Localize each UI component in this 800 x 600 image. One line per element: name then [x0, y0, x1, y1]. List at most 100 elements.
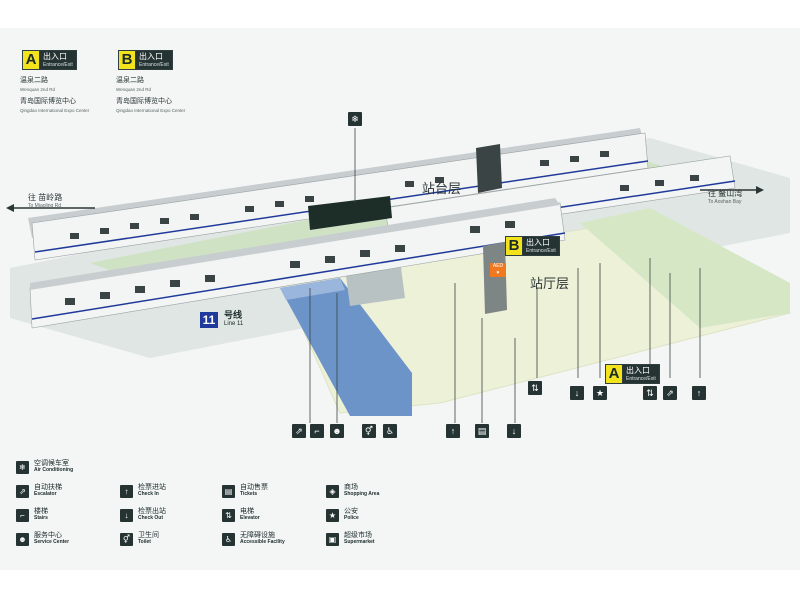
line-number-badge: 11 [200, 312, 218, 328]
check-in-icon-a: ↑ [692, 386, 706, 400]
legend-7-zh: 自动售票 [240, 484, 268, 491]
exit-a-dest2-zh: 青岛国际博览中心 [20, 98, 76, 105]
front-train-roof [30, 198, 560, 290]
exit-b-map-en: Entrance/Exit [526, 248, 556, 254]
concourse-green-area [580, 208, 790, 328]
east-direction-zh: 往 鳌山湾 [708, 189, 743, 198]
legend-air-conditioning-icon: ❄ [16, 460, 29, 474]
legend-11-en: Police [344, 515, 359, 521]
exit-a-map-badge: A 出入口 Entrance/Exit [605, 364, 660, 384]
check-in-icon: ↑ [446, 424, 460, 438]
legend-4-en: Check In [138, 491, 159, 497]
concourse-layer-label: 站厅层 [530, 276, 570, 291]
exit-a-map-en: Entrance/Exit [626, 376, 656, 382]
exit-a-zh: 出入口 [43, 52, 67, 61]
exit-a-header: A 出入口 Entrance/Exit [22, 50, 77, 70]
legend-supermarket-icon: ▣ [326, 532, 339, 546]
east-arrowhead [756, 186, 764, 194]
legend-7-en: Tickets [240, 491, 258, 497]
station-map: A 出入口 Entrance/Exit 温泉二路 Wenquan 2nd Rd … [0, 28, 800, 570]
legend-5-en: Check Out [138, 515, 164, 521]
elevator-shaft-upper [476, 144, 502, 193]
elevator-icon-a: ⇅ [643, 386, 657, 400]
exit-a-en: Entrance/Exit [43, 62, 73, 68]
exit-b-map-tag: 出入口 Entrance/Exit [523, 236, 560, 256]
exit-b-en: Entrance/Exit [139, 62, 169, 68]
train-windows [65, 151, 699, 305]
legend-service-center-icon: ☻ [16, 532, 29, 546]
exit-b-letter: B [118, 50, 136, 70]
east-direction-label: 往 鳌山湾 To Aoshan Bay [708, 190, 742, 206]
legend-2-en: Stairs [34, 515, 48, 521]
legend-3-zh: 服务中心 [34, 532, 62, 539]
legend-escalator-icon: ⇗ [16, 484, 29, 498]
air-conditioning-icon: ❄ [348, 112, 362, 126]
line-text: 号线 Line 11 [224, 311, 243, 329]
legend-toilet-icon: ⚥ [120, 532, 133, 546]
exit-a-map-letter: A [605, 364, 623, 384]
legend-accessible-facility-icon: ♿ [222, 532, 235, 546]
aed-icon: AED♥ [490, 263, 506, 277]
exit-b-tag: 出入口 Entrance/Exit [136, 50, 173, 70]
legend-check-in-icon: ↑ [120, 484, 133, 498]
elevator-shaft-lower [483, 242, 507, 314]
exit-b-map-zh: 出入口 [526, 238, 550, 247]
exit-a-destinations: 温泉二路 Wenquan 2nd Rd 青岛国际博览中心 Qingdao Int… [20, 76, 89, 115]
escalator-icon-a: ⇗ [663, 386, 677, 400]
service-center-icon: ☻ [330, 424, 344, 438]
exit-b-zh: 出入口 [139, 52, 163, 61]
exit-a-letter: A [22, 50, 40, 70]
station-isometric-drawing [6, 128, 792, 423]
line-zh: 号线 [224, 310, 243, 320]
exit-a-map-zh: 出入口 [626, 366, 650, 375]
check-out-icon: ↓ [507, 424, 521, 438]
escalator-icon: ⇗ [292, 424, 306, 438]
line-badge-group: 11 号线 Line 11 [200, 311, 243, 329]
waiting-room-box [308, 196, 392, 230]
platform-layer-label: 站台层 [422, 181, 462, 196]
west-direction-label: 往 苗岭路 To Miaoling Rd [28, 194, 62, 210]
stairs-icon: ⌐ [310, 424, 324, 438]
legend-elevator-icon: ⇅ [222, 508, 235, 522]
exit-b-header: B 出入口 Entrance/Exit [118, 50, 173, 70]
legend-0-en: Air Conditioning [34, 467, 74, 473]
exit-a-dest2-en: Qingdao International Expo Center [20, 108, 90, 113]
aed-label: AED [492, 263, 504, 269]
exit-b-map-badge: B 出入口 Entrance/Exit [505, 236, 560, 256]
toilet-icon: ⚥ [362, 424, 376, 438]
exit-b-dest1-zh: 温泉二路 [116, 77, 144, 84]
legend-1-zh: 自动扶梯 [34, 484, 62, 491]
legend-8-zh: 电梯 [240, 508, 254, 515]
legend-9-en: Accessible Facility [240, 539, 285, 545]
elevator-icon: ⇅ [528, 381, 542, 395]
legend-2-zh: 楼梯 [34, 508, 48, 515]
legend-5-zh: 检票出站 [138, 508, 166, 515]
east-direction-en: To Aoshan Bay [708, 199, 742, 205]
legend-6-zh: 卫生间 [138, 532, 159, 539]
legend-6-en: Toilet [138, 539, 151, 545]
legend-0-zh: 空调候车室 [34, 460, 69, 467]
exit-b-dest2-zh: 青岛国际博览中心 [116, 98, 172, 105]
exit-b-destinations: 温泉二路 Wenquan 2nd Rd 青岛国际博览中心 Qingdao Int… [116, 76, 185, 115]
legend-10-en: Shopping Area [344, 491, 380, 497]
shopping-area-top [280, 278, 345, 300]
facility-leader-lines [309, 258, 701, 423]
legend-12-en: Supermarket [344, 539, 375, 545]
exit-a-dest1-zh: 温泉二路 [20, 77, 48, 84]
west-arrowhead [6, 204, 14, 212]
exit-a-dest1-en: Wenquan 2nd Rd [20, 87, 55, 92]
shopping-area-block [280, 278, 412, 416]
legend-3-en: Service Center [34, 539, 70, 545]
